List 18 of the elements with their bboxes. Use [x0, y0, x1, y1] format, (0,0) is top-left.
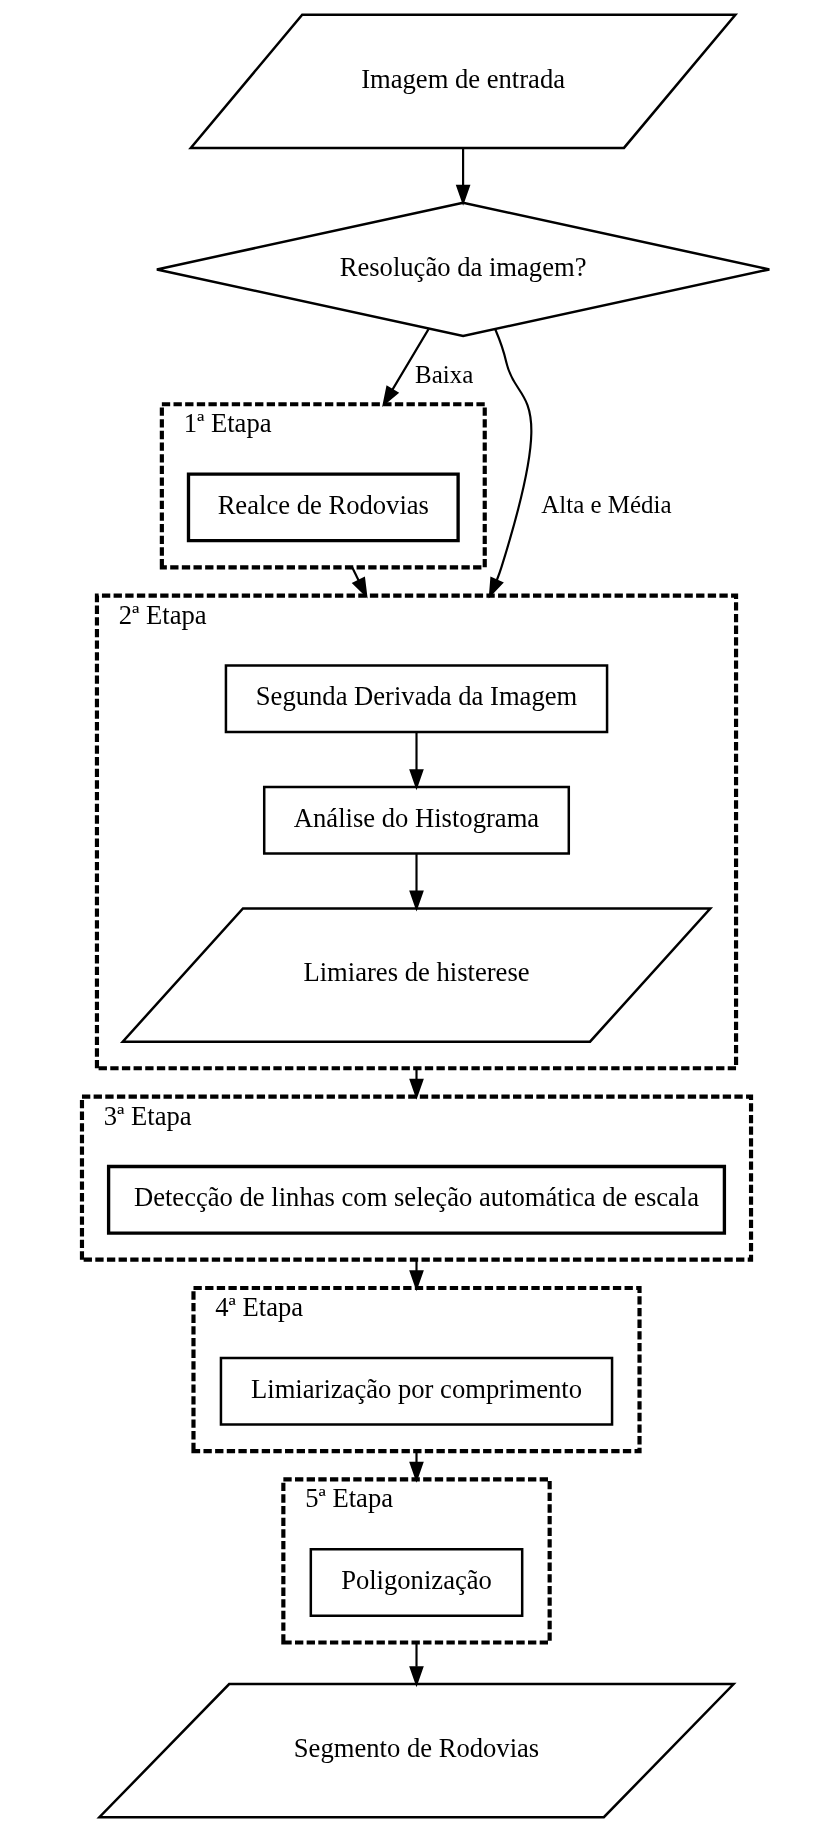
node-box: Análise do Histograma — [262, 785, 570, 855]
edge-label: Baixa — [414, 360, 473, 388]
arrow — [455, 148, 470, 206]
node-box: Detecção de linhas com seleção automática de escala — [106, 1164, 726, 1235]
node-box: Poligonização — [309, 1548, 523, 1618]
node-box: Segunda Derivada da Imagem — [224, 664, 608, 734]
node-box: Realce de Rodovias — [186, 472, 460, 543]
arrow — [408, 1451, 424, 1483]
arrow — [408, 1642, 424, 1688]
arrow — [408, 1259, 424, 1292]
arrow — [488, 328, 532, 599]
node-diamond: Resolução da imagem? — [155, 201, 771, 338]
node-box: Limiarização por comprimento — [219, 1356, 613, 1426]
edge-label: Alta e Média — [540, 491, 672, 519]
arrow — [408, 732, 424, 791]
arrow — [408, 854, 424, 912]
arrow — [408, 1068, 424, 1100]
arrow — [381, 328, 429, 408]
